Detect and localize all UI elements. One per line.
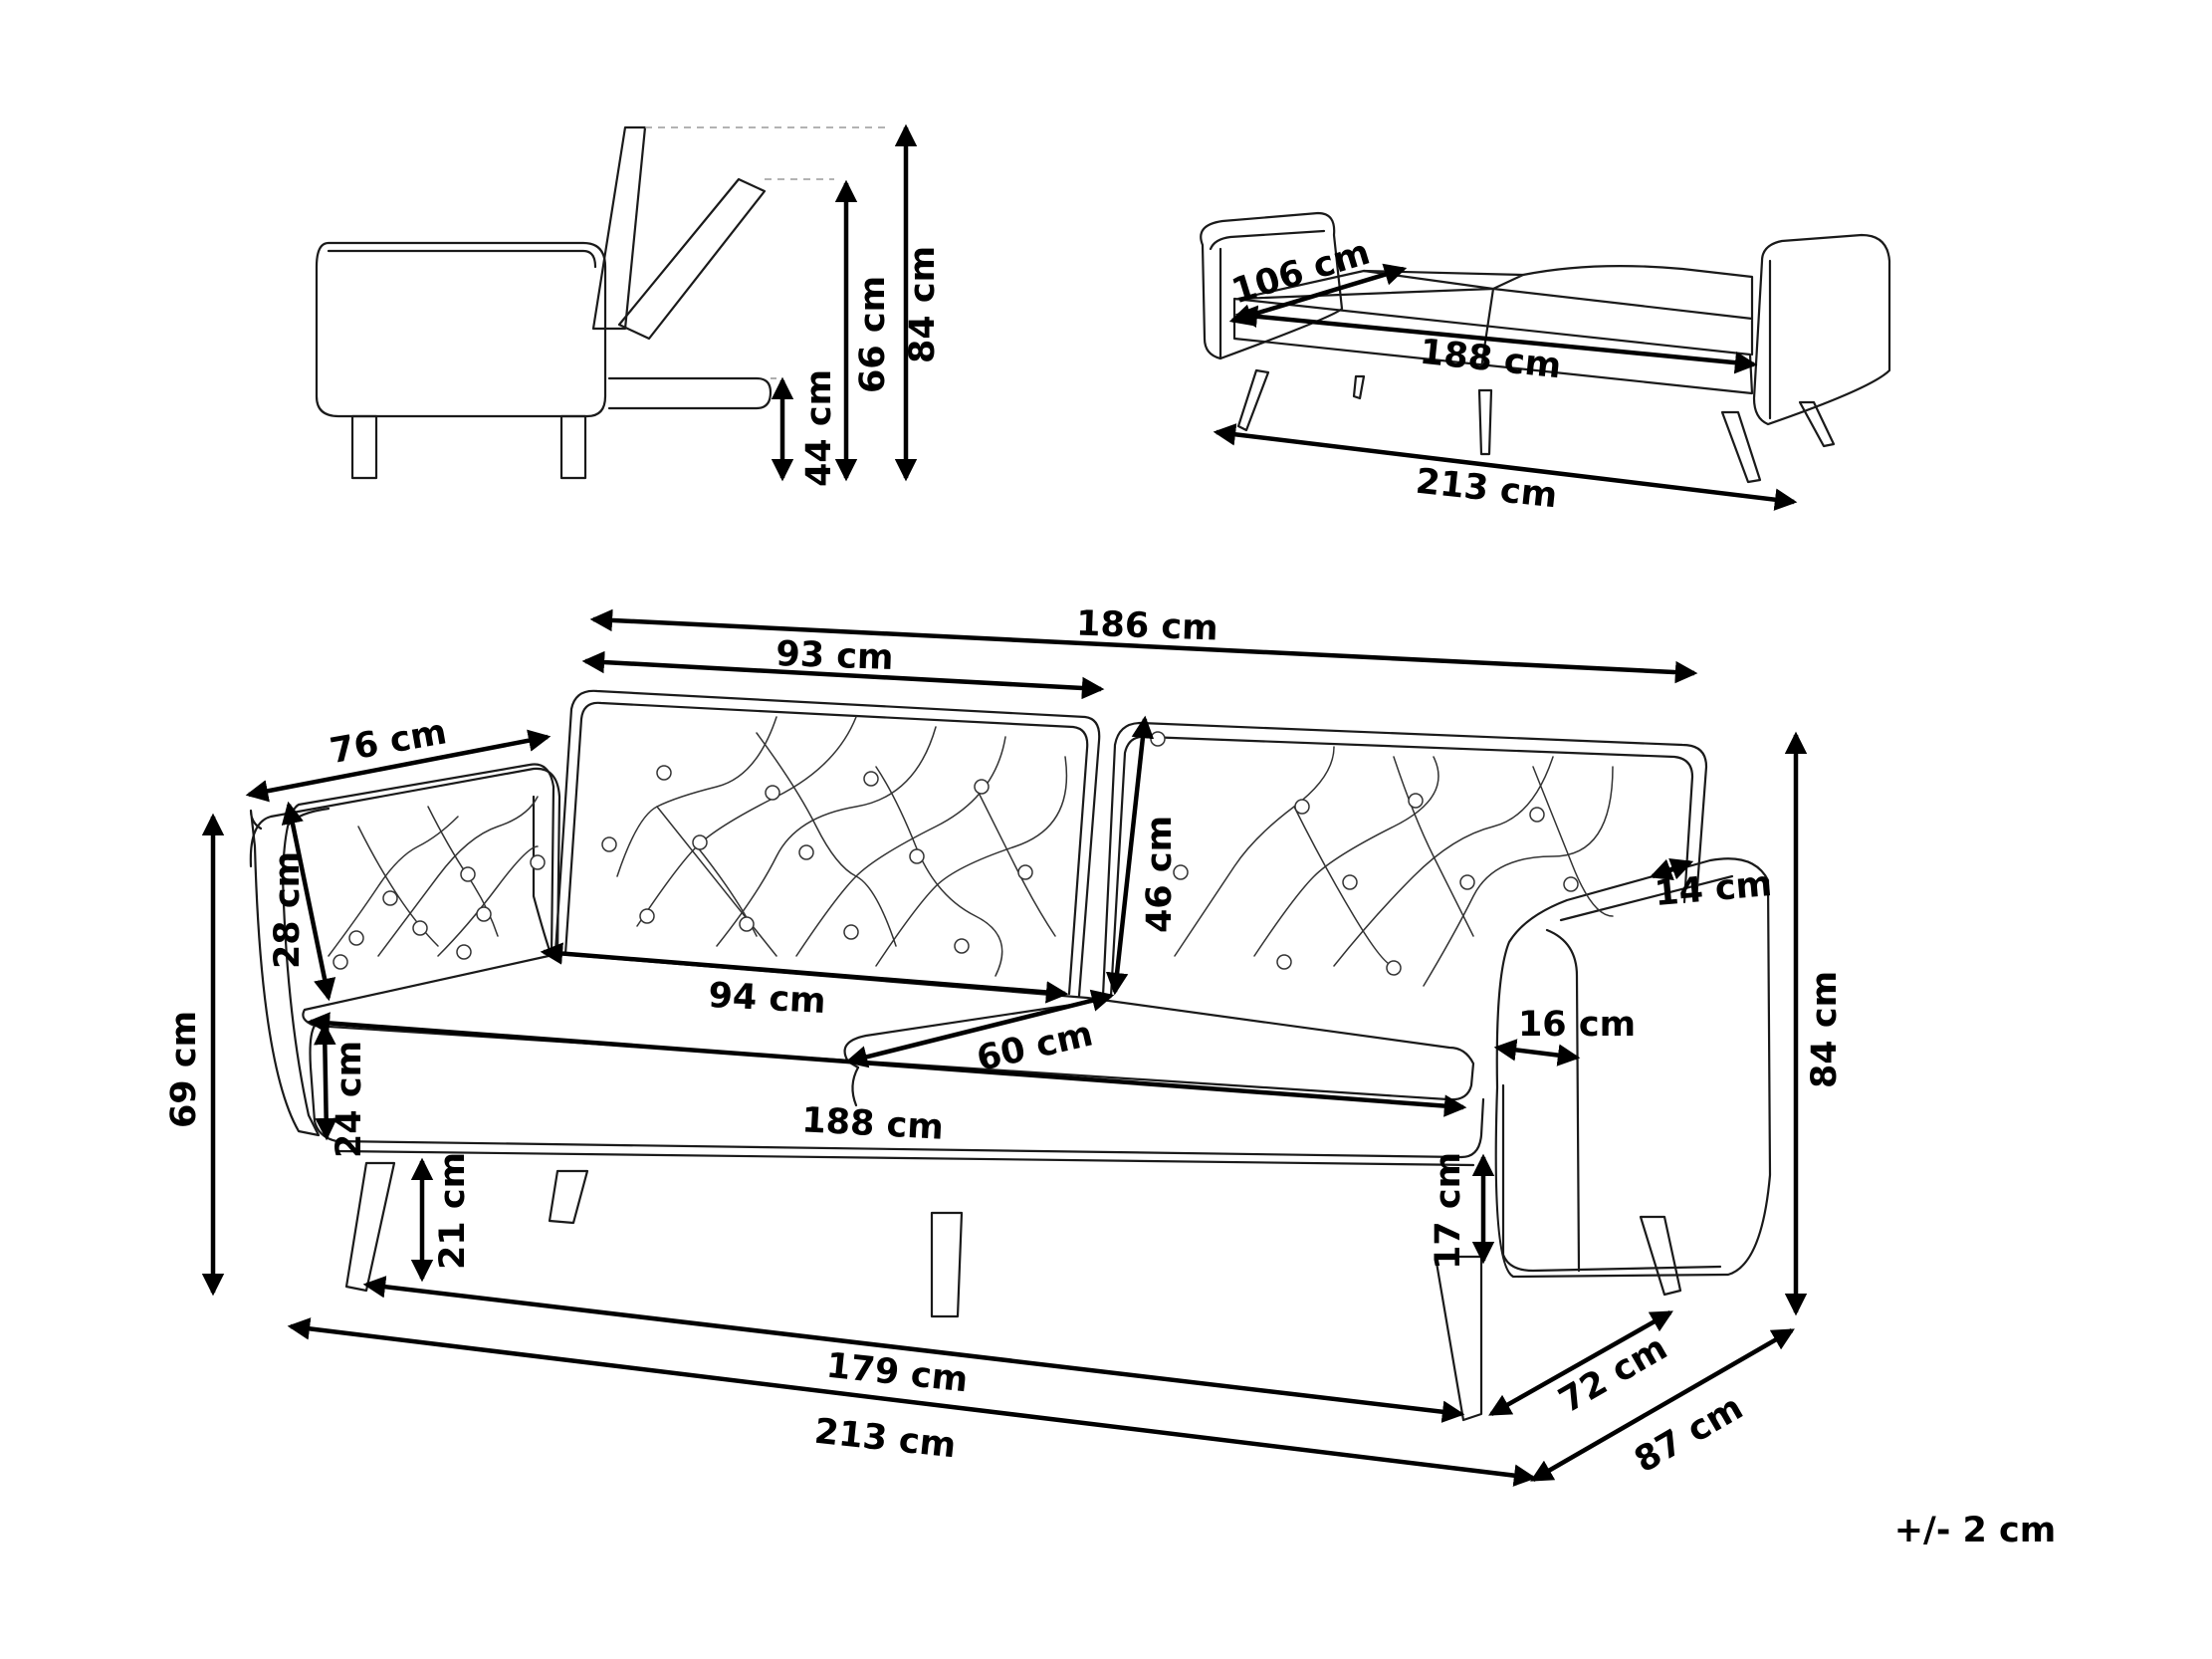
label-side-seat-height: 44 cm — [799, 369, 839, 487]
dim-arm-depth-line — [245, 729, 552, 803]
dim-backrest-height-line — [1105, 715, 1155, 996]
dim-backrest-total-line — [589, 608, 1698, 684]
label-backrest-total: 186 cm — [1075, 604, 1218, 649]
label-arm-inner-height: 28 cm — [268, 851, 308, 969]
label-seat-length: 188 cm — [800, 1100, 944, 1147]
dim-bed-total-width-line — [1213, 423, 1798, 511]
dim-arm-width-line — [1493, 1039, 1581, 1066]
label-backrest-single: 93 cm — [775, 634, 894, 678]
dim-seat-length-line — [307, 1012, 1467, 1117]
dim-total-depth-line — [1530, 1328, 1795, 1482]
side-view-drawing — [315, 125, 886, 480]
label-total-height-left: 69 cm — [164, 1011, 204, 1128]
label-total-height-right: 84 cm — [1805, 971, 1845, 1088]
label-leg-height-left: 21 cm — [433, 1152, 473, 1270]
label-backrest-height: 46 cm — [1140, 816, 1180, 933]
label-seat-width-half: 94 cm — [708, 976, 827, 1022]
label-side-back-height: 66 cm — [853, 276, 893, 393]
dim-seat-thickness-line — [314, 1022, 337, 1141]
label-tolerance: +/- 2 cm — [1894, 1511, 2057, 1550]
dimension-lines — [201, 123, 1808, 1487]
label-seat-thickness: 24 cm — [330, 1041, 369, 1158]
label-leg-height-right: 17 cm — [1429, 1152, 1468, 1270]
label-side-total-height: 84 cm — [903, 246, 943, 363]
dimension-labels: 44 cm 66 cm 84 cm 106 cm 188 cm 213 cm 1… — [164, 233, 2056, 1550]
label-arm-width: 16 cm — [1518, 1005, 1636, 1045]
label-arm-depth: 76 cm — [327, 712, 449, 772]
label-bed-length: 188 cm — [1418, 333, 1563, 387]
dim-backrest-single-line — [581, 650, 1105, 700]
dim-bed-length-line — [1234, 305, 1758, 374]
dim-arm-inner-height-line — [281, 801, 336, 1002]
dim-seat-width-half-line — [540, 942, 1069, 1004]
dim-total-width-line — [287, 1317, 1537, 1487]
dim-arm-top-line — [1649, 858, 1694, 880]
label-total-width: 213 cm — [812, 1412, 958, 1467]
label-total-depth: 87 cm — [1628, 1388, 1749, 1482]
